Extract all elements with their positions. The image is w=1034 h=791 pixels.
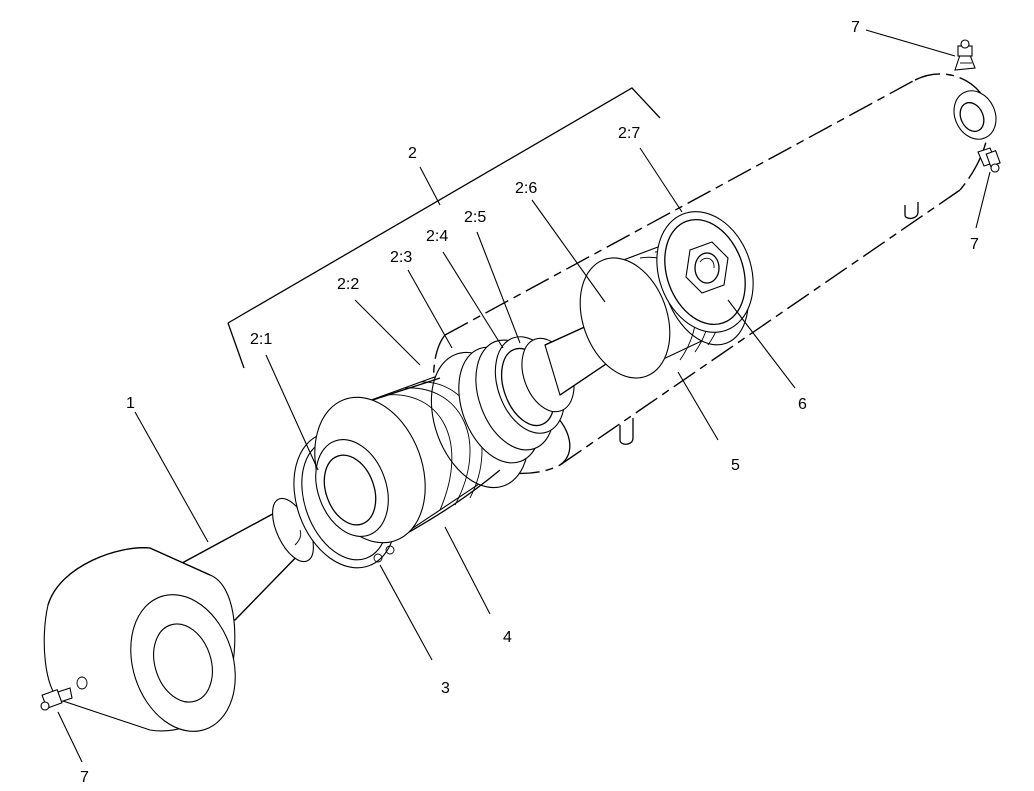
leader-lines	[57, 29, 991, 763]
callout-labels: 1 2 2:1 2:2 2:3 2:4 2:5 2:6 2:7 3 4 5 6 …	[80, 19, 979, 786]
callout-5: 5	[731, 457, 740, 474]
callout-7-top: 7	[851, 19, 860, 36]
piston	[579, 211, 754, 379]
callout-7-right: 7	[970, 236, 979, 253]
callout-2-6: 2:6	[515, 180, 537, 197]
callout-2: 2	[408, 145, 417, 162]
callout-4: 4	[503, 629, 512, 646]
callout-2-7: 2:7	[618, 125, 640, 142]
assembly-bracket	[227, 87, 661, 369]
callout-2-5: 2:5	[464, 209, 486, 226]
callout-2-3: 2:3	[390, 249, 412, 266]
grease-fitting-top	[954, 39, 976, 71]
grease-fitting-bottom	[40, 687, 73, 711]
callout-3: 3	[441, 680, 450, 697]
callout-2-4: 2:4	[426, 228, 448, 245]
callout-2-2: 2:2	[337, 276, 359, 293]
callout-1: 1	[126, 395, 135, 412]
callout-6: 6	[798, 396, 807, 413]
callout-7-bottom: 7	[80, 769, 89, 786]
grease-fitting-right	[977, 147, 1001, 173]
piston-rod	[43, 497, 314, 732]
cylinder-barrel	[432, 73, 997, 475]
callout-2-1: 2:1	[250, 331, 272, 348]
